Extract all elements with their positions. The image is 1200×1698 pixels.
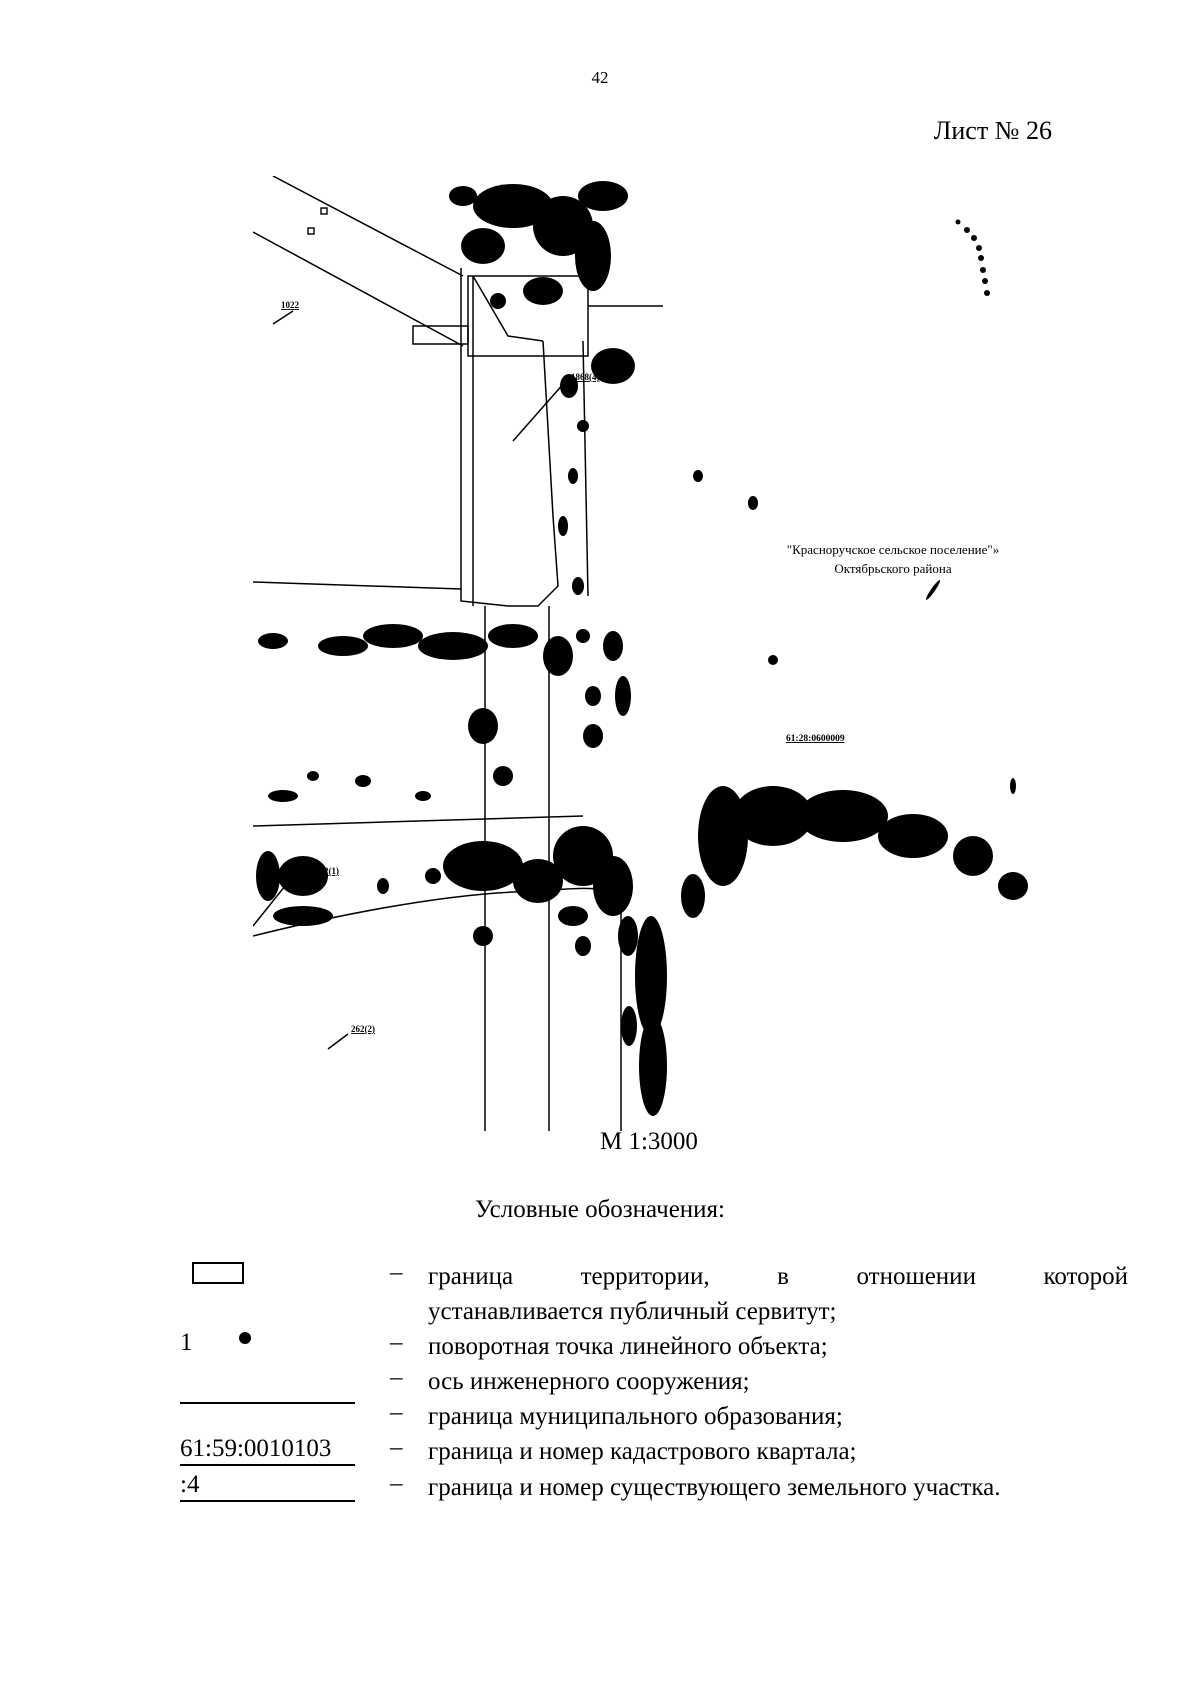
page-number: 42	[591, 68, 609, 87]
legend-item-parcel: граница и номер существующего земельного…	[428, 1474, 1001, 1501]
parcel-label-262-2: 262(2)	[351, 1024, 375, 1034]
legend-symbol-quarter: 61:59:0010103	[180, 1434, 355, 1466]
parcel-label-1868: 1868(4)	[571, 372, 600, 382]
vegetation	[256, 181, 1028, 1116]
settlement-label-line2: Октябрьского района	[834, 561, 951, 576]
legend-title: Условные обозначения:	[474, 1196, 726, 1223]
legend-dash: –	[390, 1364, 403, 1391]
legend-item-servitude-line2: устанавливается публичный сервитут;	[428, 1298, 837, 1325]
legend-dash: –	[390, 1434, 403, 1461]
quarter-label: 61:28:0600009	[786, 734, 845, 744]
legend-item-quarter: граница и номер кадастрового квартала;	[428, 1438, 857, 1465]
legend-symbol-point: 1	[180, 1329, 355, 1357]
legend-dash: –	[390, 1470, 403, 1497]
legend-item-point: поворотная точка линейного объекта;	[428, 1333, 828, 1360]
legend-item-municipal: граница муниципального образования;	[428, 1403, 843, 1430]
legend-symbol-servitude-rect	[180, 1262, 355, 1284]
parcel-label-262-1: 262(1)	[315, 866, 339, 876]
legend-item-servitude-line1: граница территории, в отношении которой	[428, 1263, 1128, 1290]
parcel-label-1022: 1022	[281, 300, 300, 310]
map-scale: М 1:3000	[600, 1128, 698, 1155]
legend-dash: –	[390, 1329, 403, 1356]
legend-item-axis: ось инженерного сооружения;	[428, 1368, 750, 1395]
sheet-label: Лист № 26	[933, 116, 1052, 145]
legend-dash: –	[390, 1259, 403, 1286]
legend-point-number: 1	[180, 1329, 193, 1356]
settlement-label-line1: "Красноручское сельское поселение"»	[787, 542, 999, 557]
point-icon	[238, 1332, 251, 1344]
turning-points	[955, 219, 990, 296]
legend-symbol-parcel: :4	[180, 1470, 355, 1502]
boundary-lines	[253, 176, 663, 1131]
cadastral-map: 1022 1868(4) 262(1) 262(2) 61:28:0600009…	[253, 176, 1028, 1131]
legend-symbol-line	[180, 1398, 355, 1404]
legend-dash: –	[390, 1399, 403, 1426]
